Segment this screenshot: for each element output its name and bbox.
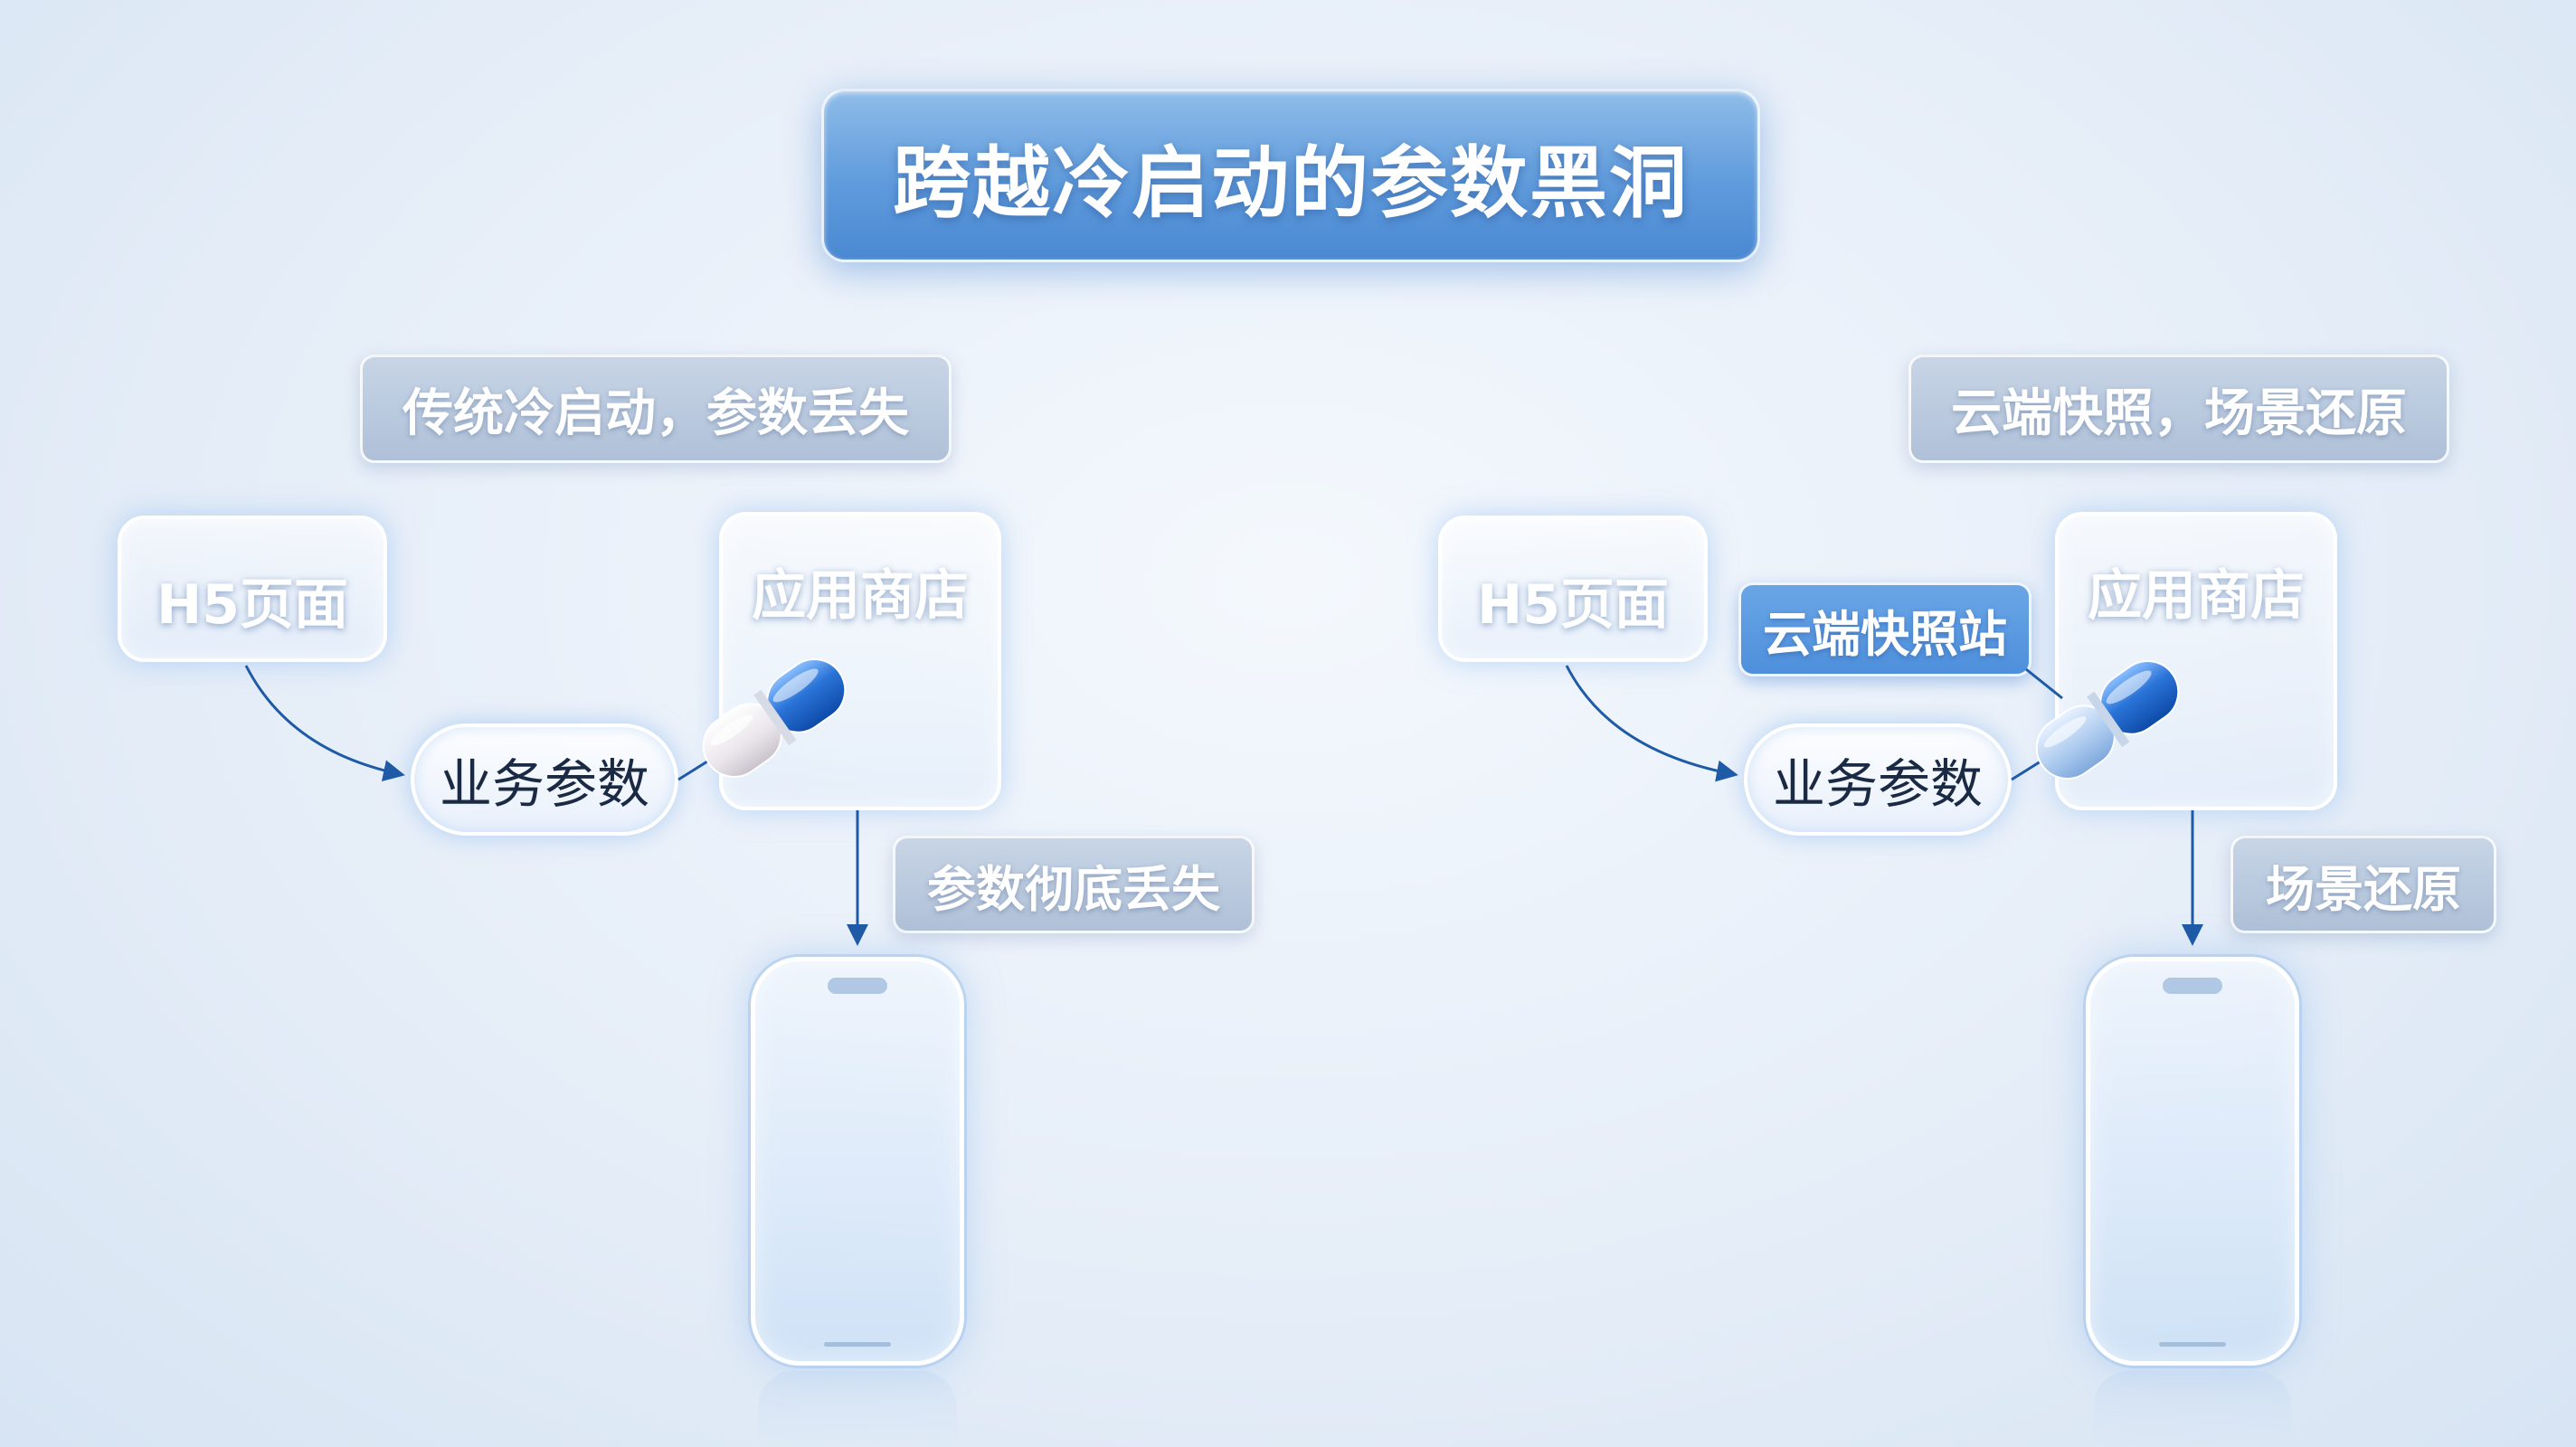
left-heading: 传统冷启动，参数丢失 bbox=[360, 355, 952, 463]
left-result-label: 参数彻底丢失 bbox=[893, 836, 1255, 933]
right-connector-station-capsule bbox=[2025, 667, 2063, 700]
left-business-params-pill: 业务参数 bbox=[411, 724, 678, 836]
left-connector-params-capsule bbox=[677, 760, 708, 781]
capsule-icon bbox=[2035, 660, 2180, 780]
left-app-store-label: 应用商店 bbox=[752, 564, 969, 628]
left-h5-page-tile: H5页面 bbox=[118, 515, 387, 662]
left-phone bbox=[751, 957, 964, 1366]
right-h5-page-tile: H5页面 bbox=[1438, 515, 1708, 662]
left-h5-page-label: H5页面 bbox=[156, 573, 348, 637]
capsule-icon bbox=[702, 658, 847, 778]
title-banner: 跨越冷启动的参数黑洞 bbox=[821, 89, 1760, 262]
right-app-store-label: 应用商店 bbox=[2088, 564, 2305, 628]
right-phone-reflection bbox=[2093, 1371, 2292, 1447]
right-arrow-h5-to-params bbox=[1565, 665, 1738, 782]
right-result-label: 场景还原 bbox=[2230, 836, 2496, 933]
left-phone-reflection bbox=[758, 1371, 957, 1447]
right-phone bbox=[2086, 957, 2299, 1366]
right-business-params-pill: 业务参数 bbox=[1744, 724, 2012, 836]
left-phone-home-bar bbox=[824, 1342, 891, 1347]
right-phone-home-bar bbox=[2159, 1342, 2226, 1347]
right-phone-notch bbox=[2163, 978, 2222, 994]
page-title: 跨越冷启动的参数黑洞 bbox=[893, 137, 1689, 229]
right-h5-page-label: H5页面 bbox=[1477, 573, 1669, 637]
cloud-snapshot-station-label: 云端快照站 bbox=[1738, 582, 2031, 676]
left-phone-notch bbox=[828, 978, 887, 994]
right-heading: 云端快照，场景还原 bbox=[1908, 355, 2449, 463]
right-connector-params-capsule bbox=[2011, 760, 2041, 781]
left-arrow-h5-to-params bbox=[244, 665, 405, 781]
